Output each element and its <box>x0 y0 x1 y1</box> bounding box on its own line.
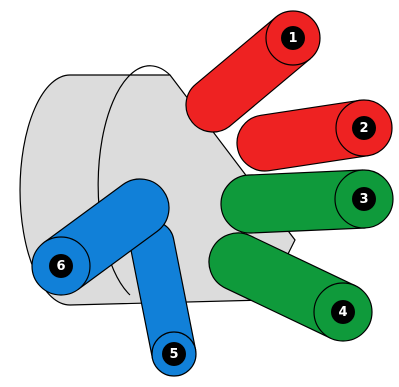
cylinder-1-label: 1 <box>288 31 297 46</box>
cylinder-5-label: 5 <box>169 347 178 362</box>
cylinder-2-label: 2 <box>359 121 368 136</box>
cylinder-2: 2 <box>237 100 392 171</box>
cylinder-6-label: 6 <box>56 259 65 274</box>
cylinder-4-label: 4 <box>338 305 347 320</box>
cylinder-3-label: 3 <box>359 192 368 207</box>
cylinder-3: 3 <box>221 170 393 233</box>
